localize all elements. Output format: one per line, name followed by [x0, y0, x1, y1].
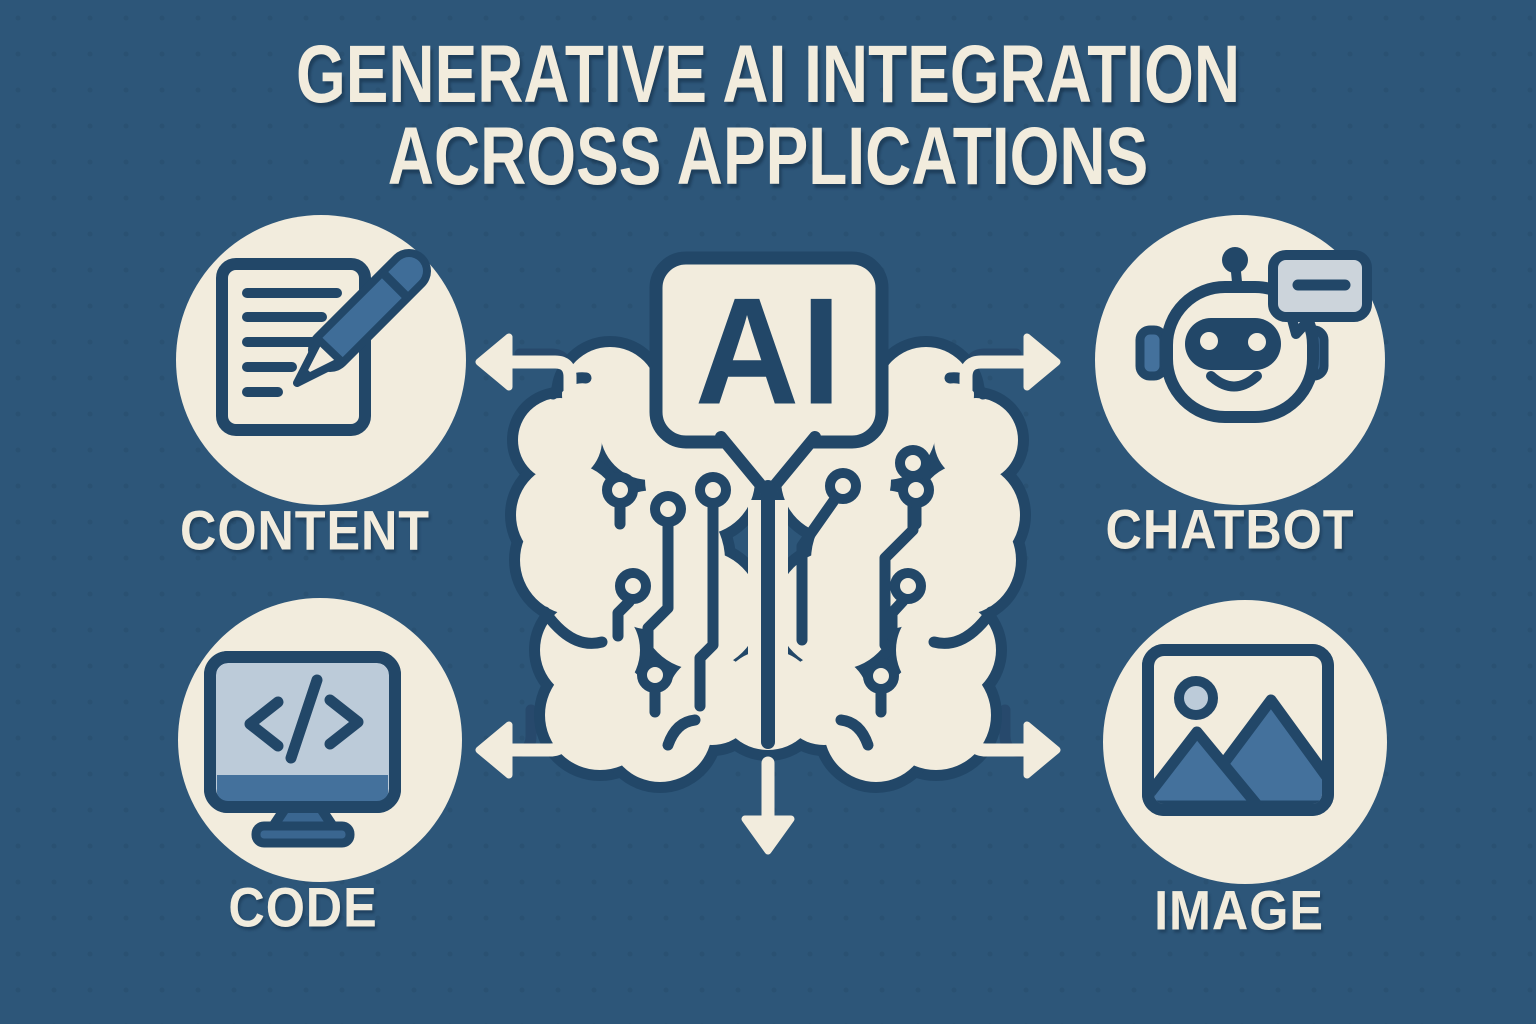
chatbot-robot-icon: [1135, 247, 1372, 423]
ai-label: AI: [694, 266, 844, 437]
arrow-to-chatbot: [959, 355, 1040, 400]
document-pencil-icon: [216, 249, 431, 436]
code-label: CODE: [228, 875, 378, 939]
arrow-to-image: [964, 706, 1040, 757]
ai-bubble: [649, 251, 889, 749]
image-picture-icon: [1142, 644, 1334, 816]
brain-icon: [505, 251, 1031, 793]
connector-arrows: [475, 333, 1061, 855]
arrow-to-code: [496, 706, 572, 757]
content-label: CONTENT: [180, 498, 430, 562]
chatbot-label: CHATBOT: [1105, 497, 1355, 561]
code-monitor-icon: [204, 651, 401, 848]
title-line-2: ACROSS APPLICATIONS: [387, 111, 1149, 202]
code-glyph: [244, 674, 364, 764]
chat-bubble-icon: [1268, 250, 1372, 339]
image-label: IMAGE: [1154, 878, 1324, 942]
arrow-to-content: [496, 355, 577, 400]
title-line-1: GENERATIVE AI INTEGRATION: [295, 29, 1241, 120]
circuit-nodes: [602, 445, 934, 694]
page-title: GENERATIVE AI INTEGRATION ACROSS APPLICA…: [0, 34, 1536, 198]
